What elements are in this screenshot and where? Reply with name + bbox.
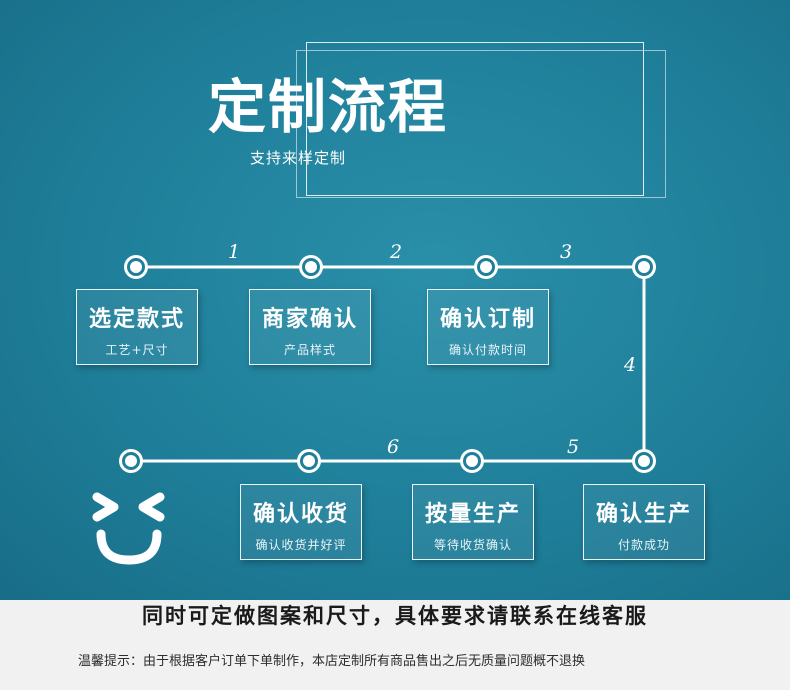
step-number-5: 5 — [567, 436, 580, 458]
title-frame-inner — [306, 42, 644, 196]
warm-tip: 温馨提示：由于根据客户订单下单制作，本店定制所有商品售出之后无质量问题概不退换 — [78, 654, 586, 669]
step-title: 确认收货 — [252, 502, 349, 527]
step-title: 选定款式 — [88, 307, 185, 332]
step-title: 确认生产 — [595, 502, 692, 527]
step-number-3: 3 — [560, 241, 573, 263]
page-title: 定制流程 — [208, 73, 449, 141]
step-box-5: 按量生产 等待收货确认 — [412, 484, 534, 560]
flow-connectors — [131, 265, 646, 463]
step-number-1: 1 — [228, 241, 241, 263]
step-subtitle: 工艺+尺寸 — [105, 343, 169, 357]
smiley-face-icon — [92, 492, 165, 565]
step-subtitle: 确认收货并好评 — [255, 538, 347, 552]
step-title: 商家确认 — [261, 307, 358, 332]
step-title: 确认订制 — [439, 307, 536, 332]
circle-node-icon — [297, 449, 321, 473]
circle-node-icon — [474, 255, 498, 279]
page-subtitle: 支持来样定制 — [250, 149, 347, 167]
step-number-4: 4 — [624, 354, 637, 376]
circle-node-icon — [124, 255, 148, 279]
step-subtitle: 确认付款时间 — [448, 343, 527, 357]
step-box-3: 确认订制 确认付款时间 — [427, 289, 549, 365]
circle-node-icon — [460, 449, 484, 473]
step-title: 按量生产 — [424, 502, 521, 527]
step-box-4: 确认生产 付款成功 — [583, 484, 705, 560]
circle-node-icon — [119, 449, 143, 473]
step-box-6: 确认收货 确认收货并好评 — [240, 484, 362, 560]
title-frame-outer — [296, 50, 666, 198]
custom-notice: 同时可定做图案和尺寸，具体要求请联系在线客服 — [142, 604, 648, 628]
bottom-panel — [0, 600, 790, 690]
step-subtitle: 产品样式 — [283, 343, 336, 357]
circle-node-icon — [299, 255, 323, 279]
circle-node-icon — [632, 255, 656, 279]
step-box-1: 选定款式 工艺+尺寸 — [76, 289, 198, 365]
circle-node-icon — [632, 449, 656, 473]
step-number-6: 6 — [387, 436, 400, 458]
step-box-2: 商家确认 产品样式 — [249, 289, 371, 365]
step-subtitle: 等待收货确认 — [433, 538, 512, 552]
flow-nodes — [119, 255, 656, 473]
flow-diagram — [92, 255, 656, 565]
step-number-2: 2 — [390, 241, 403, 263]
step-subtitle: 付款成功 — [617, 538, 670, 552]
background — [0, 0, 790, 600]
